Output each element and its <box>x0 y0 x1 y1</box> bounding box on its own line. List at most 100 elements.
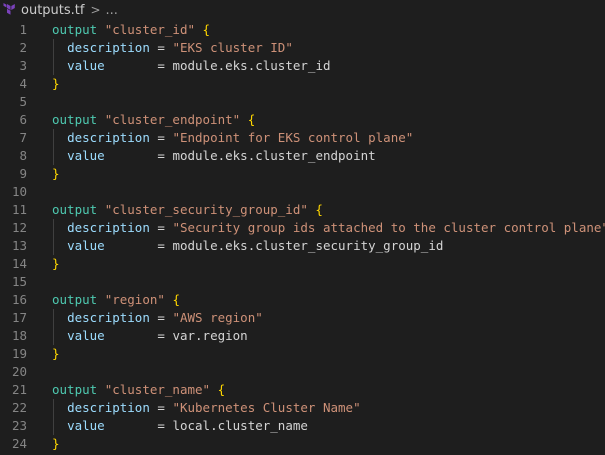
open-brace: { <box>315 202 323 217</box>
line-number: 19 <box>11 346 27 361</box>
terraform-icon <box>3 3 17 17</box>
line-number: 3 <box>19 58 27 73</box>
code-text: output "cluster_security_group_id" { <box>52 201 323 219</box>
close-brace: } <box>52 346 60 361</box>
line-number: 15 <box>11 274 27 289</box>
code-line[interactable]: 13 value = module.eks.cluster_security_g… <box>0 237 605 255</box>
open-brace: { <box>217 382 226 397</box>
expression-value: module.eks.cluster_id <box>172 58 331 73</box>
code-line[interactable]: 18 value = var.region <box>0 327 605 345</box>
equals-operator: = <box>157 418 165 433</box>
line-number: 9 <box>19 166 27 181</box>
code-text: } <box>52 435 60 453</box>
breadcrumb: outputs.tf > ... <box>0 0 605 20</box>
equals-operator: = <box>157 238 165 253</box>
code-line[interactable]: 7 description = "Endpoint for EKS contro… <box>0 129 605 147</box>
expression-value: var.region <box>172 328 248 343</box>
expression-value: module.eks.cluster_endpoint <box>172 148 376 163</box>
code-text: description = "AWS region" <box>52 309 263 327</box>
indent-guide <box>53 219 54 255</box>
attribute-name: description <box>67 310 150 325</box>
code-text: description = "Endpoint for EKS control … <box>52 129 413 147</box>
attribute-padding <box>105 58 158 73</box>
expression-value: module.eks.cluster_security_group_id <box>172 238 444 253</box>
attribute-name: description <box>67 220 150 235</box>
line-number: 16 <box>11 292 27 307</box>
line-number: 17 <box>11 310 27 325</box>
keyword-output: output <box>52 382 98 397</box>
attribute-padding <box>105 238 158 253</box>
code-line[interactable]: 17 description = "AWS region" <box>0 309 605 327</box>
keyword-output: output <box>52 22 98 37</box>
code-text: } <box>52 165 60 183</box>
code-text: } <box>52 345 60 363</box>
code-line[interactable]: 9} <box>0 165 605 183</box>
code-line[interactable]: 8 value = module.eks.cluster_endpoint <box>0 147 605 165</box>
output-name: "cluster_id" <box>104 22 195 37</box>
string-value: "Security group ids attached to the clus… <box>172 220 605 235</box>
code-line[interactable]: 24} <box>0 435 605 453</box>
close-brace: } <box>52 76 60 91</box>
close-brace: } <box>52 256 60 271</box>
indent-guide <box>53 129 54 165</box>
code-line[interactable]: 2 description = "EKS cluster ID" <box>0 39 605 57</box>
line-number: 13 <box>11 238 27 253</box>
code-line[interactable]: 22 description = "Kubernetes Cluster Nam… <box>0 399 605 417</box>
breadcrumb-symbols[interactable]: ... <box>105 2 118 18</box>
line-number: 1 <box>19 22 27 37</box>
line-number: 23 <box>11 418 27 433</box>
attribute-name: value <box>67 418 105 433</box>
code-line[interactable]: 23 value = local.cluster_name <box>0 417 605 435</box>
close-brace: } <box>52 166 60 181</box>
equals-operator: = <box>157 58 165 73</box>
expression-value: local.cluster_name <box>172 418 308 433</box>
line-number: 18 <box>11 328 27 343</box>
attribute-name: value <box>67 58 105 73</box>
line-number: 14 <box>11 256 27 271</box>
attribute-padding <box>105 148 158 163</box>
code-editor[interactable]: 1 output "cluster_id" {2 description = "E… <box>0 20 605 455</box>
open-brace: { <box>172 292 180 307</box>
output-name: "cluster_security_group_id" <box>104 202 308 217</box>
line-number: 12 <box>11 220 27 235</box>
code-line[interactable]: 19} <box>0 345 605 363</box>
output-name: "region" <box>104 292 165 307</box>
equals-operator: = <box>157 148 165 163</box>
string-value: "Kubernetes Cluster Name" <box>172 400 361 415</box>
attribute-name: description <box>67 130 150 145</box>
attribute-name: value <box>67 328 105 343</box>
chevron-right-icon: > <box>90 3 101 17</box>
line-number: 8 <box>19 148 27 163</box>
output-name: "cluster_endpoint" <box>104 112 241 127</box>
code-line[interactable]: 14} <box>0 255 605 273</box>
equals-operator: = <box>157 40 165 55</box>
line-number: 6 <box>19 112 27 127</box>
code-text: description = "Kubernetes Cluster Name" <box>52 399 361 417</box>
equals-operator: = <box>157 400 165 415</box>
code-text: } <box>52 75 60 93</box>
code-line[interactable]: 4} <box>0 75 605 93</box>
equals-operator: = <box>157 130 165 145</box>
code-line[interactable]: 15 <box>0 273 605 291</box>
breadcrumb-file[interactable]: outputs.tf <box>21 2 85 18</box>
line-number: 7 <box>19 130 27 145</box>
attribute-name: description <box>67 400 150 415</box>
attribute-name: value <box>67 148 105 163</box>
code-text: value = module.eks.cluster_endpoint <box>52 147 376 165</box>
attribute-padding <box>105 328 158 343</box>
keyword-output: output <box>52 112 98 127</box>
string-value: "EKS cluster ID" <box>172 40 293 55</box>
line-number: 2 <box>19 40 27 55</box>
code-line[interactable]: 12 description = "Security group ids att… <box>0 219 605 237</box>
code-line[interactable]: 3 value = module.eks.cluster_id <box>0 57 605 75</box>
code-line[interactable]: 5 <box>0 93 605 111</box>
line-number: 20 <box>11 364 27 379</box>
code-line[interactable]: 20 <box>0 363 605 381</box>
code-line[interactable]: 10 <box>0 183 605 201</box>
indent-guide <box>53 399 54 435</box>
